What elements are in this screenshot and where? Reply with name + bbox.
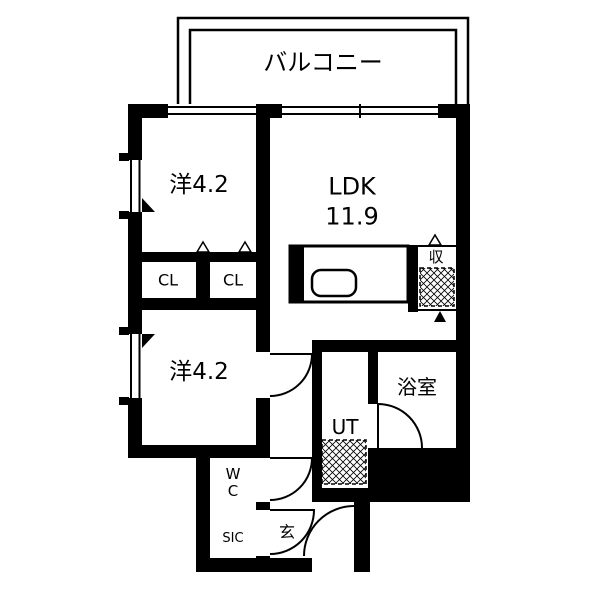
label-wc: W C — [225, 464, 241, 501]
label-bath: 浴室 — [397, 375, 437, 399]
door-arcs — [269, 353, 423, 557]
bedroom2-door-arc — [269, 353, 314, 397]
window-bedroom2-left — [130, 334, 141, 398]
label-entrance: 玄 — [278, 522, 296, 542]
entrance-door-arc — [303, 505, 355, 557]
wall-mark — [142, 334, 155, 348]
washer-hatch — [321, 439, 367, 485]
equipment-hatch-areas — [321, 267, 455, 485]
window-caps — [119, 153, 129, 405]
label-closet-left: CL — [157, 270, 179, 290]
label-wc-line2: C — [227, 482, 239, 500]
walls — [128, 104, 470, 572]
label-sic: SIC — [222, 531, 244, 547]
label-closet-right: CL — [222, 270, 244, 290]
bath-door-arc — [377, 402, 423, 449]
opening-marks — [142, 198, 446, 348]
closet-opening-mark — [195, 240, 211, 253]
wall-mark — [434, 311, 446, 322]
wc-door-arc — [269, 457, 314, 501]
storage-hatch — [419, 267, 455, 307]
balcony-railing — [176, 16, 470, 104]
storage-opening-mark — [427, 233, 443, 246]
label-balcony: バルコニー — [263, 48, 383, 77]
window-balcony-door — [282, 104, 438, 118]
kitchen-counter — [288, 244, 410, 304]
closet-opening-mark — [237, 240, 253, 253]
label-utility: UT — [331, 415, 359, 439]
label-storage: 収 — [428, 248, 444, 266]
wall-mark — [142, 198, 155, 212]
label-wc-line1: W — [225, 464, 241, 483]
sic-door-arc — [269, 509, 316, 555]
label-bedroom2: 洋4.2 — [169, 359, 229, 386]
storage-compartment-lines — [408, 245, 456, 311]
label-bedroom1: 洋4.2 — [169, 172, 229, 199]
kitchen-sink — [310, 268, 358, 298]
label-ldk: LDK — [328, 172, 376, 201]
windows — [130, 104, 438, 398]
window-bedroom1-top — [168, 106, 256, 115]
label-ldk-size: 11.9 — [325, 202, 379, 231]
window-bedroom1-left — [130, 160, 141, 212]
